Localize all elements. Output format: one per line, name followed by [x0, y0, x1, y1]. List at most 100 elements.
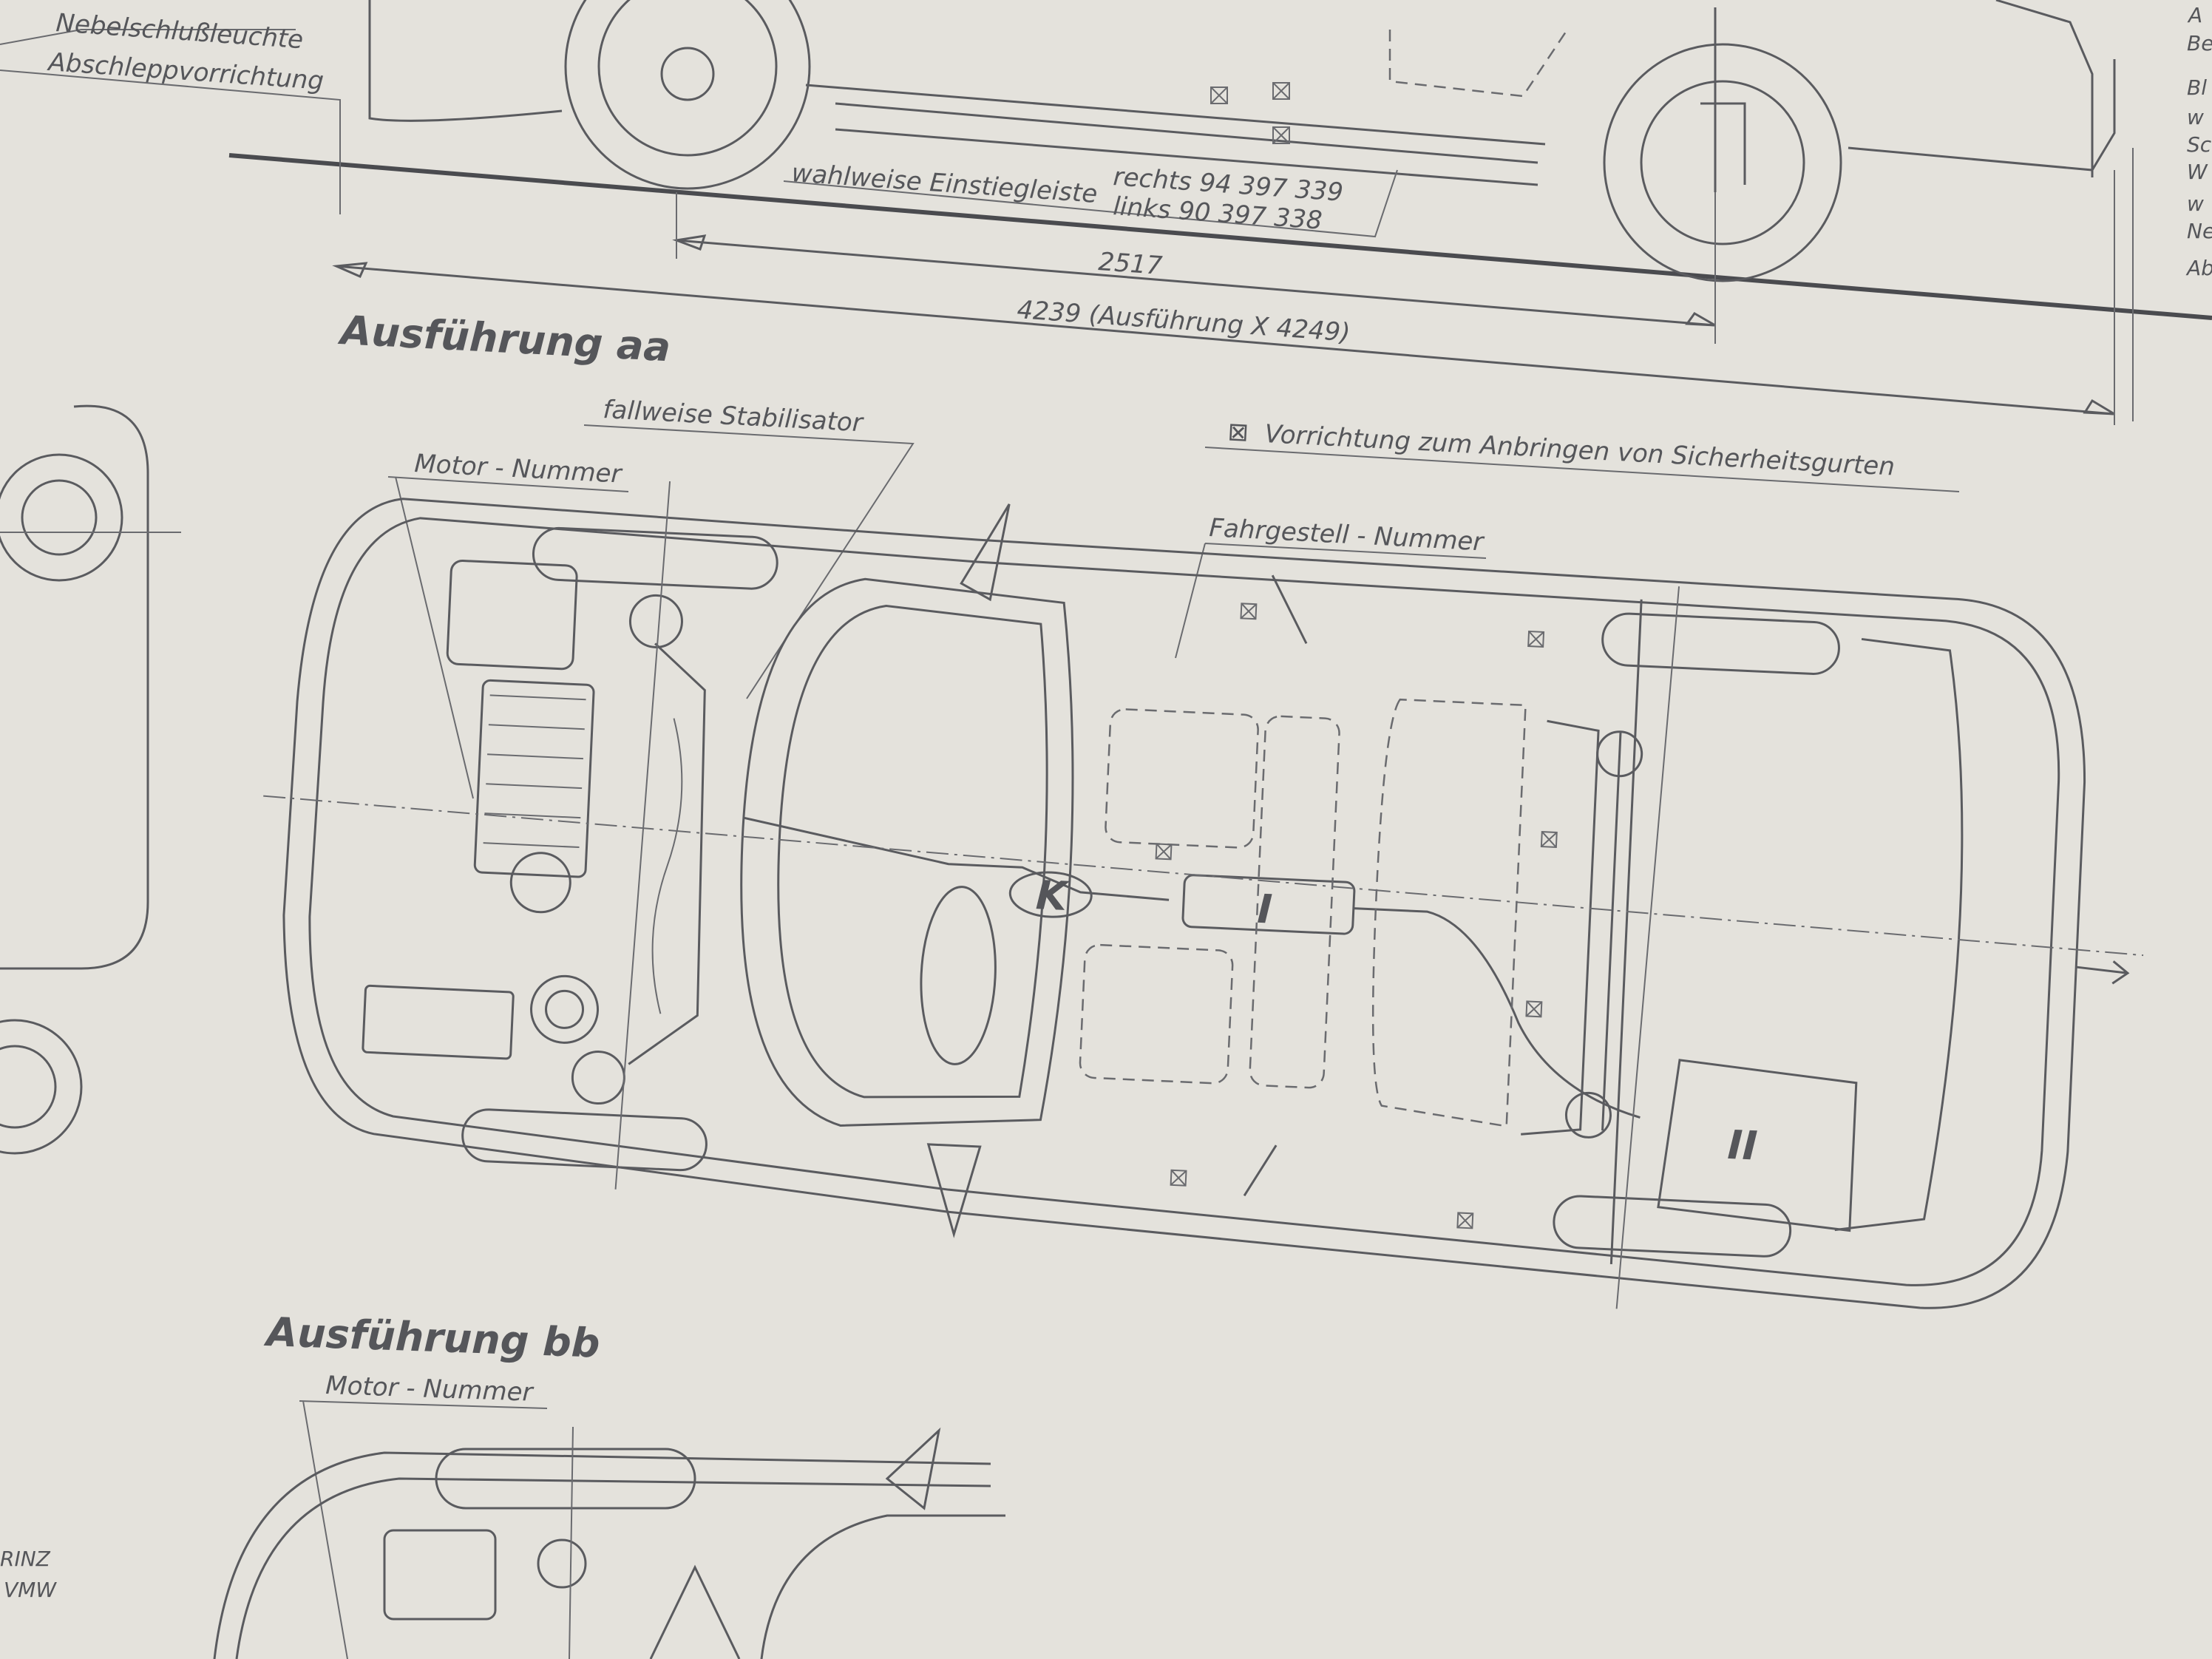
side-door-dash	[1388, 29, 1569, 98]
partial-body	[0, 404, 149, 970]
partial-wheel-bottom	[0, 1019, 83, 1155]
mirror-left	[960, 503, 1011, 602]
bb-body-outline	[213, 1451, 991, 1659]
right-fragment: W	[2187, 160, 2208, 184]
bb-linkage	[649, 1564, 741, 1659]
engine-block	[473, 679, 595, 878]
front-wheel-arch-left	[532, 526, 778, 590]
marker-k: K	[1035, 872, 1071, 920]
variant-aa-title: Ausführung aa	[336, 307, 671, 370]
front-wheel-rim	[597, 0, 778, 157]
wheelbase-arrow-right	[1685, 312, 1716, 327]
distributor	[509, 852, 571, 914]
seatbelt-marks-top	[1155, 603, 1558, 1229]
left-fragment-2: VMW	[4, 1578, 57, 1602]
rear-wheel-rim	[1640, 80, 1805, 245]
seatbelt-marks-side	[1210, 82, 1290, 144]
strut-top-right	[571, 1051, 625, 1105]
partial-wheel-bottom-inner	[0, 1045, 57, 1129]
right-fragment: w	[2187, 105, 2204, 129]
engine-number-label-bb: Motor - Nummer	[325, 1371, 535, 1408]
wheelbase-dim-line	[676, 239, 1716, 327]
rear-wheel	[1603, 43, 1842, 282]
wheelbase-arrow-left	[672, 234, 707, 251]
engine-number-leader-bb	[299, 1400, 548, 1659]
sill-optional-label: wahlweise Einstiegleiste	[790, 158, 1098, 209]
exhaust-rear-pipe	[1353, 907, 1641, 1119]
left-edge-partial-drawing	[0, 404, 181, 1155]
top-view-car-bb-partial	[213, 1426, 1005, 1659]
left-fragment-1: RINZ	[0, 1547, 51, 1571]
engine-fins	[483, 694, 586, 849]
centerline-front-axle	[614, 481, 671, 1190]
door-lines	[1243, 574, 1643, 1265]
stabilizer-label: fallweise Stabilisator	[603, 395, 865, 438]
body-inner-outline	[308, 517, 2060, 1286]
front-wheel	[564, 0, 811, 190]
bb-axle-centerline	[569, 1426, 574, 1659]
chassis-number-leader	[1175, 543, 1487, 659]
partial-wheel-top	[0, 453, 123, 582]
right-fragment: Ab	[2185, 256, 2212, 280]
rear-strut	[1700, 7, 1746, 192]
side-view-drawing	[0, 0, 2212, 425]
filler-cap-inner	[545, 989, 585, 1029]
length-arrow-left	[332, 262, 368, 278]
rear-axle	[1521, 719, 1622, 1136]
right-fragment: Sc	[2187, 132, 2212, 157]
engine-number-label-aa: Motor - Nummer	[414, 449, 624, 489]
top-view-car-aa: K I II	[263, 481, 2144, 1309]
muffler-2	[1657, 1059, 1858, 1232]
right-fragment: Bl	[2187, 75, 2207, 100]
catalytic-converter	[1008, 871, 1093, 918]
rear-wheel-arch-left	[1601, 612, 1840, 675]
rear-shock-right	[1564, 1091, 1612, 1139]
side-sill	[835, 102, 1538, 186]
windshield	[740, 577, 1074, 1127]
stabilizer-leader	[583, 424, 915, 699]
right-fragment: A	[2187, 3, 2202, 27]
bb-battery	[383, 1529, 497, 1621]
right-fragment: Be	[2187, 31, 2212, 55]
mirror-right	[926, 1143, 982, 1238]
right-edge-fragments: A Be Bl w Sc W w Ne Ab	[2185, 3, 2212, 280]
variant-bb-title: Ausführung bb	[263, 1309, 601, 1367]
bb-windshield	[760, 1514, 1005, 1659]
bb-mirror	[885, 1427, 941, 1510]
sill-leader	[783, 169, 1398, 238]
front-wheel-hub	[660, 47, 715, 101]
centerline-rear-axle	[1615, 586, 1680, 1309]
filler-cap	[530, 974, 600, 1044]
side-body-outline	[368, 0, 2116, 172]
centerline-long	[263, 795, 2144, 957]
seatbelt-note: Vorrichtung zum Anbringen von Sicherheit…	[1264, 419, 1896, 482]
rear-wheel-arch-right	[1553, 1195, 1792, 1258]
rear-seat-dash	[1371, 698, 1527, 1127]
seatbelt-symbol: ⊠	[1227, 417, 1250, 447]
bb-strut-top	[537, 1538, 587, 1589]
towing-label: Abschleppvorrichtung	[46, 47, 325, 96]
body-outline	[282, 498, 2086, 1309]
windshield-inner	[777, 605, 1048, 1099]
marker-2: II	[1726, 1122, 1758, 1170]
front-axle-linkage	[628, 642, 706, 1065]
partial-wheel-top-inner	[21, 479, 98, 556]
fog-light-label: Nebelschlußleuchte	[55, 8, 304, 55]
spare-wheel	[920, 886, 997, 1065]
length-dim-line	[336, 265, 2115, 415]
marker-1: I	[1256, 886, 1273, 933]
console-dash	[1249, 715, 1340, 1089]
top-left-leaders	[0, 29, 341, 214]
seatbelt-underline	[1204, 447, 1960, 492]
seat-front-left	[1105, 708, 1259, 849]
right-fragment: w	[2187, 191, 2204, 216]
engine-number-leader-aa	[387, 476, 629, 799]
right-fragment: Ne	[2187, 219, 2212, 243]
ground-line	[228, 153, 2212, 320]
strut-top-left	[628, 594, 683, 648]
radiator-tank	[362, 984, 515, 1060]
rear-shock-left	[1596, 730, 1643, 778]
seat-front-right	[1079, 943, 1234, 1085]
length-value: 4239 (Ausführung X 4249)	[1016, 295, 1351, 347]
